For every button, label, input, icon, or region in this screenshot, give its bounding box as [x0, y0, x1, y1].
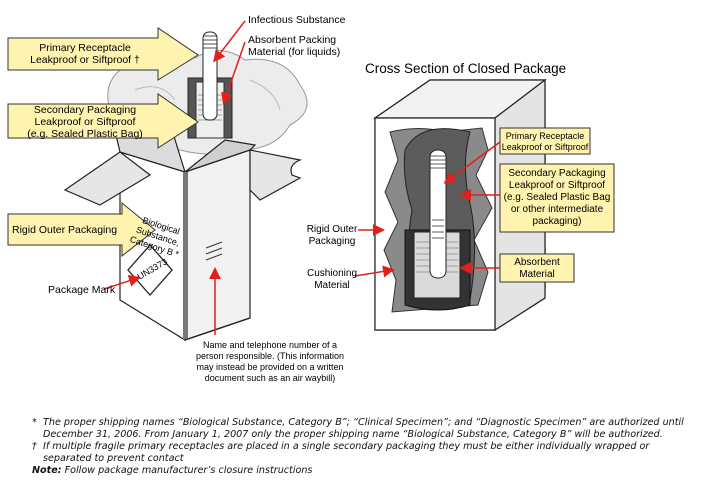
label-infectious: Infectious Substance: [248, 14, 346, 26]
box-absorbent: [499, 253, 575, 283]
box-secondary-line3: (e.g. Sealed Plastic Bag: [503, 192, 611, 203]
cross-section-title: Cross Section of Closed Package: [365, 61, 567, 76]
callout-arrow-secondary: [7, 93, 199, 149]
box-secondary-line2: Leakproof or Siftproof: [508, 180, 606, 191]
callout-secondary-text: Secondary Packaging Leakproof or Siftpro…: [10, 104, 160, 140]
footnote-dagger-text: If multiple fragile primary receptacles …: [43, 441, 650, 464]
footnote-asterisk: * The proper shipping names “Biological …: [32, 417, 692, 441]
box-secondary-line1: Secondary Packaging: [508, 168, 606, 179]
callout-primary-text: Primary Receptacle Leakproof or Siftproo…: [10, 42, 160, 66]
footnote-asterisk-mark: *: [32, 417, 37, 428]
label-responsible-line2: person responsible. (This information: [195, 351, 345, 361]
box-primary-line2: Leakproof or Siftproof: [501, 142, 589, 152]
closure-note: Note: Follow package manufacturer’s clos…: [32, 465, 692, 477]
right-pointers: [354, 141, 501, 278]
box-secondary-line4: or other intermediate: [510, 204, 604, 215]
primary-tube: [202, 31, 218, 121]
box-secondary: [499, 163, 615, 233]
left-pointers: [103, 20, 246, 335]
label-cushioning-line2: Material: [314, 280, 350, 291]
callout-outer-text: Rigid Outer Packaging: [12, 224, 118, 236]
box-primary-text: Primary Receptacle Leakproof or Siftproo…: [500, 131, 590, 153]
box-secondary-line5: packaging): [532, 216, 582, 227]
label-responsible-line4: document such as an air waybill): [204, 373, 336, 383]
cross-section-tube: [429, 149, 447, 279]
footnote-dagger: † If multiple fragile primary receptacle…: [32, 441, 692, 465]
label-cushioning: Cushioning Material: [300, 268, 364, 292]
box-primary-line1: Primary Receptacle: [505, 131, 585, 141]
label-package-mark: Package Mark: [48, 284, 116, 296]
footnote-dagger-mark: †: [32, 441, 37, 452]
label-responsible-line3: may instead be provided on a written: [196, 362, 344, 372]
callout-arrow-outer: [7, 201, 156, 258]
footnotes: * The proper shipping names “Biological …: [32, 417, 692, 477]
callout-primary-line1: Primary Receptacle: [39, 42, 131, 54]
callout-secondary-line1: Secondary Packaging: [33, 104, 137, 116]
callout-arrow-primary: [7, 27, 199, 81]
box-secondary-text: Secondary Packaging Leakproof or Siftpro…: [500, 168, 614, 228]
label-absorbent-line1: Absorbent Packing: [248, 34, 337, 46]
label-absorbent-line2: Material (for liquids): [248, 46, 341, 58]
label-cushioning-line1: Cushioning: [306, 268, 358, 279]
box-absorbent-line1: Absorbent: [514, 257, 560, 268]
closure-note-label: Note:: [32, 465, 62, 476]
box-primary: [499, 127, 591, 155]
label-responsible: Name and telephone number of a person re…: [190, 340, 350, 384]
label-absorbent-packing: Absorbent Packing Material (for liquids): [248, 34, 340, 58]
label-rigid-outer-line1: Rigid Outer: [306, 224, 358, 235]
box-vent-lines: [205, 241, 223, 261]
closure-note-text: Follow package manufacturer’s closure in…: [61, 465, 313, 476]
callout-secondary-line3: (e.g. Sealed Plastic Bag): [27, 128, 143, 140]
box-absorbent-line2: Material: [519, 269, 555, 280]
callout-primary-line2: Leakproof or Siftproof †: [30, 54, 140, 66]
callout-secondary-line2: Leakproof or Siftproof: [34, 116, 136, 128]
footnote-asterisk-text: The proper shipping names “Biological Su…: [43, 417, 684, 440]
label-rigid-outer: Rigid Outer Packaging: [300, 224, 364, 248]
label-rigid-outer-line2: Packaging: [308, 236, 356, 247]
label-responsible-line1: Name and telephone number of a: [202, 340, 338, 350]
box-absorbent-text: Absorbent Material: [500, 257, 574, 281]
